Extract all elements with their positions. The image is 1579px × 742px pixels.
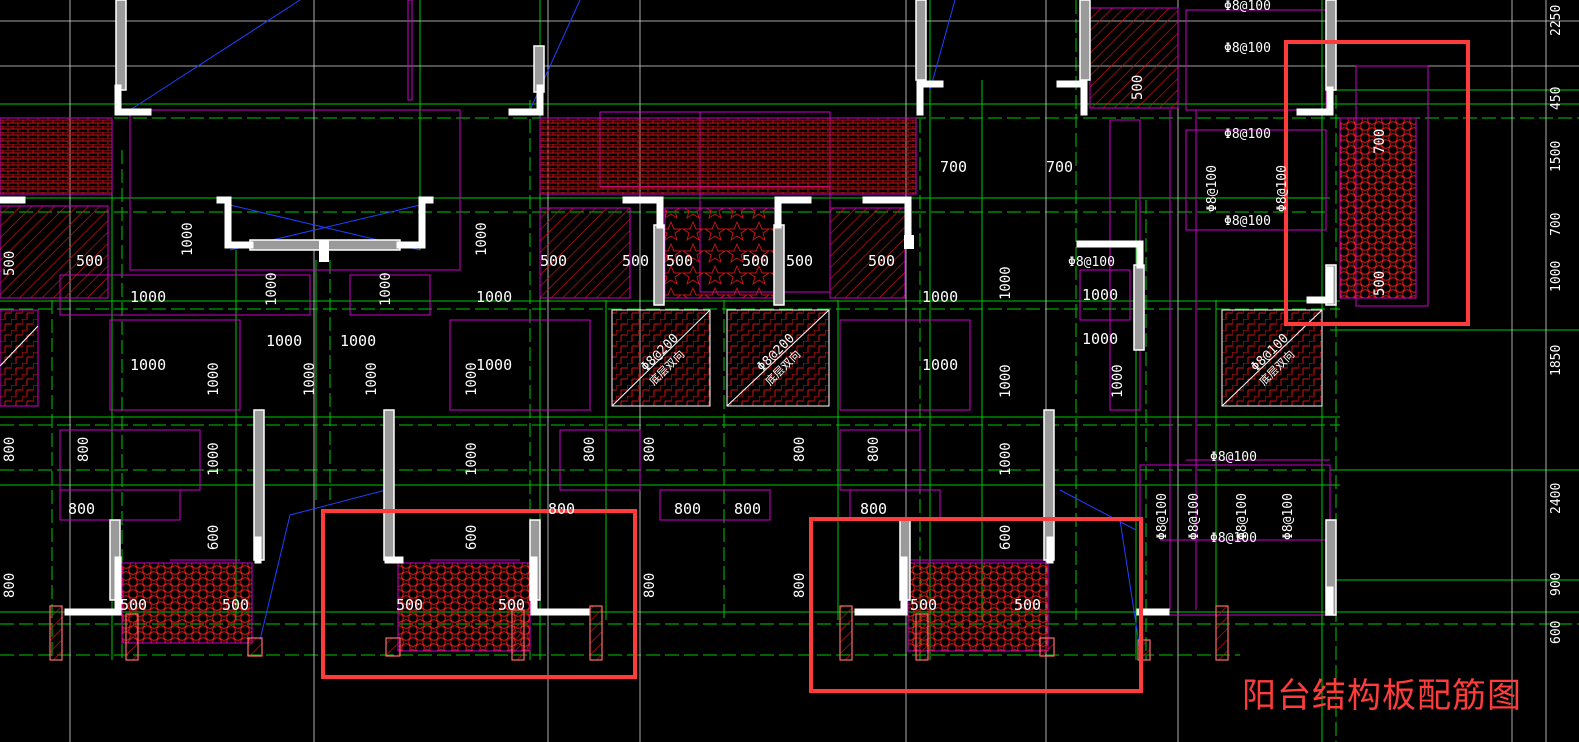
dim-label: 500 bbox=[540, 252, 567, 270]
dim-label-vertical: 1000 bbox=[998, 364, 1014, 398]
highlight-box-top-right bbox=[1284, 40, 1470, 326]
dim-label: 1000 bbox=[340, 332, 376, 350]
dim-label-vertical: 800 bbox=[792, 437, 808, 462]
right-scale: 2250 450 1500 700 1000 1850 2400 900 600 bbox=[1549, 5, 1564, 644]
scale-label: 450 bbox=[1549, 87, 1564, 110]
rebar-label: Φ8@100 bbox=[1068, 255, 1115, 270]
dim-label: 500 bbox=[396, 596, 423, 614]
rebar-label: Φ8@100 bbox=[1224, 214, 1271, 229]
dim-label-vertical: 500 bbox=[2, 251, 18, 276]
dim-label: 1000 bbox=[476, 288, 512, 306]
dim-label: 500 bbox=[786, 252, 813, 270]
dim-label-vertical: 1000 bbox=[1110, 364, 1126, 398]
dim-label: 1000 bbox=[130, 288, 166, 306]
dim-label-vertical: 1000 bbox=[180, 222, 196, 256]
dim-label-vertical: 800 bbox=[642, 437, 658, 462]
dim-label-vertical: 1000 bbox=[998, 442, 1014, 476]
dim-label-vertical: 800 bbox=[2, 437, 18, 462]
rebar-label-vertical: Φ8@100 bbox=[1187, 493, 1202, 540]
dim-label-vertical: 600 bbox=[206, 525, 222, 550]
dim-label: 1000 bbox=[266, 332, 302, 350]
scale-label: 2400 bbox=[1549, 483, 1564, 514]
dim-label-vertical: 1000 bbox=[302, 362, 318, 396]
dim-label: 1000 bbox=[1082, 330, 1118, 348]
dim-label: 1000 bbox=[922, 288, 958, 306]
rebar-label-vertical: Φ8@100 bbox=[1205, 165, 1220, 212]
rebar-label: Φ8@100 bbox=[1210, 531, 1257, 546]
parapets bbox=[49, 605, 1229, 661]
dim-label-vertical: 1000 bbox=[464, 442, 480, 476]
dim-label: 1000 bbox=[1082, 286, 1118, 304]
rebar-label: Φ8@100 bbox=[1224, 127, 1271, 142]
dim-label: 800 bbox=[860, 500, 887, 518]
column-stubs bbox=[319, 235, 914, 262]
dim-label: 500 bbox=[498, 596, 525, 614]
highlight-box-bottom-left bbox=[321, 509, 637, 679]
dim-label: 800 bbox=[68, 500, 95, 518]
dim-label-vertical: 600 bbox=[464, 525, 480, 550]
slab-hatches bbox=[0, 7, 1417, 652]
scale-label: 2250 bbox=[1549, 5, 1564, 36]
rebar-label: Φ8@100 bbox=[1210, 450, 1257, 465]
dim-label: 500 bbox=[222, 596, 249, 614]
dim-label-vertical: 800 bbox=[582, 437, 598, 462]
dim-label-vertical: 800 bbox=[76, 437, 92, 462]
dim-label-vertical: 1000 bbox=[474, 222, 490, 256]
rebar-label-vertical: Φ8@100 bbox=[1275, 165, 1290, 212]
dim-label: 500 bbox=[910, 596, 937, 614]
rebar-label-vertical: Φ8@100 bbox=[1235, 493, 1250, 540]
vertical-dimension-labels: 500 500 1000 1000 1000 1000 1000 1000 10… bbox=[2, 75, 1388, 598]
dim-label: 500 bbox=[666, 252, 693, 270]
drawing-caption: 阳台结构板配筋图 bbox=[1242, 676, 1522, 716]
dim-label: 1000 bbox=[130, 356, 166, 374]
dim-label-vertical: 1000 bbox=[206, 362, 222, 396]
dim-label-vertical: 1000 bbox=[378, 272, 394, 306]
scale-label: 600 bbox=[1549, 621, 1564, 644]
dim-label-vertical: 1000 bbox=[264, 272, 280, 306]
dim-label-vertical: 1000 bbox=[998, 266, 1014, 300]
dim-label-vertical: 700 bbox=[1372, 129, 1388, 154]
dim-label-vertical: 600 bbox=[998, 525, 1014, 550]
dim-label-vertical: 1000 bbox=[206, 442, 222, 476]
dimension-labels: 700 700 500 500 500 500 500 500 500 1000… bbox=[68, 158, 1118, 614]
dim-label-vertical: 1000 bbox=[464, 362, 480, 396]
dim-label-vertical: 500 bbox=[1130, 75, 1146, 100]
rebar-label-vertical: Φ8@100 bbox=[1155, 493, 1170, 540]
dim-label: 500 bbox=[622, 252, 649, 270]
scale-label: 1000 bbox=[1549, 261, 1564, 292]
dimension-lines bbox=[59, 0, 1429, 616]
rebar-label: Φ8@100 bbox=[1224, 0, 1271, 14]
rebar-label-vertical: Φ8@100 bbox=[1281, 493, 1296, 540]
dim-label-vertical: 1000 bbox=[364, 362, 380, 396]
dim-label-vertical: 500 bbox=[1372, 271, 1388, 296]
dim-label-vertical: 800 bbox=[642, 573, 658, 598]
dim-label: 700 bbox=[1046, 158, 1073, 176]
rebar-label: Φ8@100 bbox=[1224, 41, 1271, 56]
dim-label: 800 bbox=[734, 500, 761, 518]
dim-label: 500 bbox=[76, 252, 103, 270]
dim-label: 500 bbox=[1014, 596, 1041, 614]
highlight-box-bottom-middle bbox=[809, 517, 1143, 693]
highlight-boxes bbox=[321, 40, 1470, 693]
scale-label: 1850 bbox=[1549, 345, 1564, 376]
dim-label: 500 bbox=[868, 252, 895, 270]
dim-label: 1000 bbox=[476, 356, 512, 374]
dim-label: 1000 bbox=[922, 356, 958, 374]
dim-label-vertical: 800 bbox=[866, 437, 882, 462]
dim-label: 800 bbox=[674, 500, 701, 518]
dim-label-vertical: 800 bbox=[2, 573, 18, 598]
dim-label: 800 bbox=[548, 500, 575, 518]
wall-corners bbox=[0, 80, 1334, 616]
scale-label: 1500 bbox=[1549, 141, 1564, 172]
dim-label: 500 bbox=[120, 596, 147, 614]
dim-label-vertical: 800 bbox=[792, 573, 808, 598]
dim-label: 500 bbox=[742, 252, 769, 270]
scale-label: 700 bbox=[1549, 213, 1564, 236]
scale-label: 900 bbox=[1549, 573, 1564, 596]
dim-label: 700 bbox=[940, 158, 967, 176]
